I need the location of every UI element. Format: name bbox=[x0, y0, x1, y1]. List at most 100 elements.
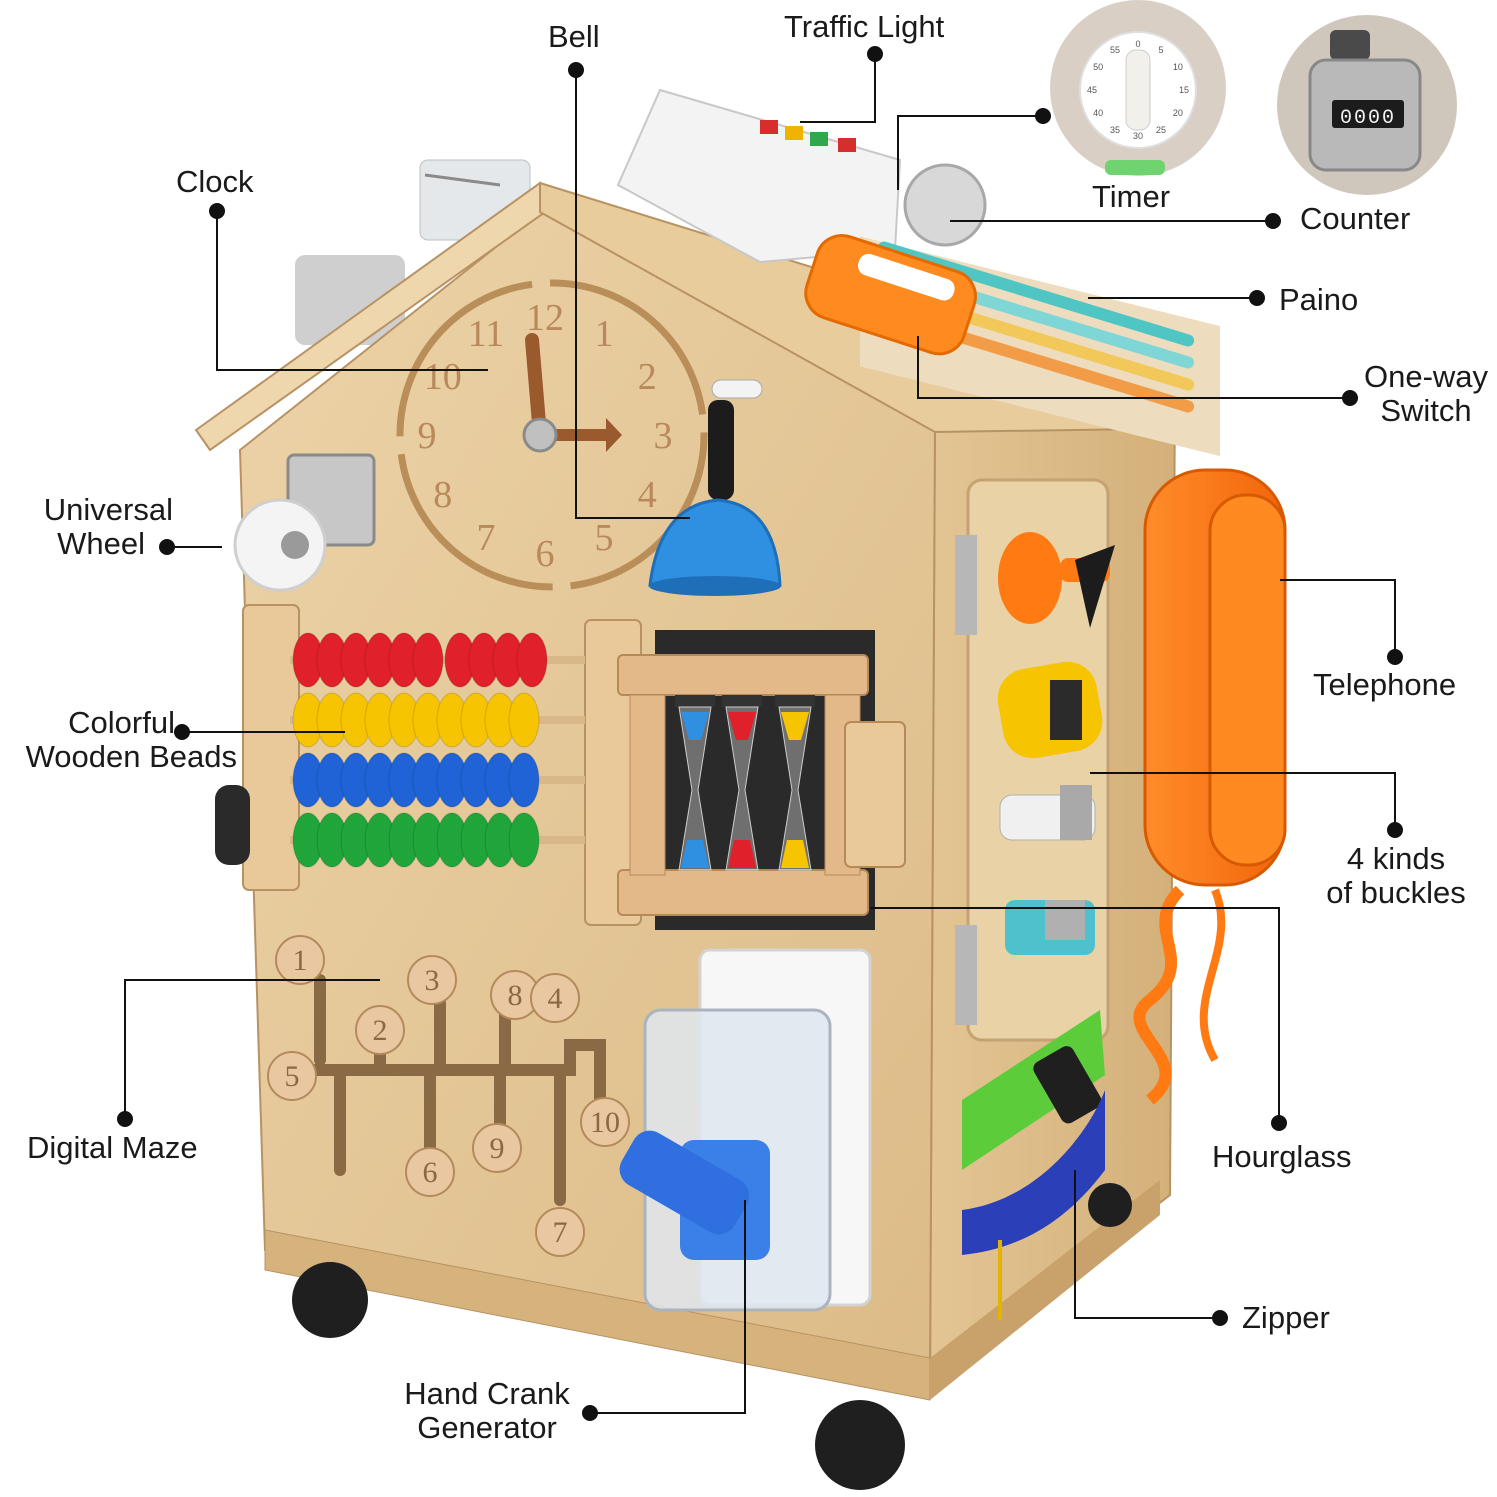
maze-knob bbox=[275, 935, 325, 985]
timer-number: 15 bbox=[1179, 85, 1189, 95]
label-hand-crank-generator-line1: Hand Crank bbox=[404, 1376, 570, 1411]
timer-number: 50 bbox=[1093, 62, 1103, 72]
label-one-way-switch: One-way Switch bbox=[1356, 360, 1496, 428]
label-colorful-wooden-beads-line2: Wooden Beads bbox=[25, 739, 237, 774]
label-traffic-light: Traffic Light bbox=[784, 9, 945, 44]
label-digital-maze: Digital Maze bbox=[27, 1130, 198, 1165]
hourglass-sand bbox=[728, 840, 756, 868]
timer-number: 10 bbox=[1173, 62, 1183, 72]
maze-knob bbox=[530, 973, 580, 1023]
hourglass-sand-top bbox=[781, 712, 809, 740]
one-way-switch bbox=[804, 234, 977, 356]
maze-knob-number: 9 bbox=[490, 1132, 505, 1165]
universal-wheel bbox=[233, 453, 376, 592]
maze-knob-number: 2 bbox=[373, 1014, 388, 1047]
label-bell: Bell bbox=[548, 19, 600, 54]
label-universal-wheel: Universal Wheel bbox=[30, 493, 173, 561]
label-one-way-switch-line1: One-way bbox=[1363, 359, 1489, 394]
maze-knob-number: 5 bbox=[285, 1060, 300, 1093]
callout-lines bbox=[124, 54, 1396, 1414]
timer-number: 35 bbox=[1110, 125, 1120, 135]
bead bbox=[508, 752, 540, 808]
traffic-light-box bbox=[616, 88, 902, 264]
maze-knob-number: 4 bbox=[548, 982, 563, 1015]
maze-knob bbox=[472, 1123, 522, 1173]
clock-number: 12 bbox=[526, 297, 564, 339]
bead bbox=[412, 632, 444, 688]
hourglass-glass bbox=[778, 706, 812, 871]
bead bbox=[516, 632, 548, 688]
timer-number: 25 bbox=[1156, 125, 1166, 135]
bell bbox=[648, 379, 782, 596]
bead bbox=[508, 692, 540, 748]
hourglass-sand-top bbox=[728, 712, 756, 740]
label-telephone: Telephone bbox=[1313, 667, 1457, 702]
maze-knob-number: 6 bbox=[423, 1156, 438, 1189]
label-four-kinds-of-buckles-line1: 4 kinds bbox=[1346, 841, 1446, 876]
clock-number: 11 bbox=[468, 313, 505, 355]
timer-number: 30 bbox=[1133, 131, 1143, 141]
hourglass-sand-top bbox=[681, 712, 709, 740]
callout-dots bbox=[117, 46, 1403, 1421]
bead bbox=[508, 812, 540, 868]
maze-knob-number: 7 bbox=[553, 1216, 568, 1249]
hourglass-glass bbox=[678, 706, 712, 871]
label-clock: Clock bbox=[176, 164, 254, 199]
clock-number: 10 bbox=[424, 356, 462, 398]
clock-number: 4 bbox=[638, 474, 657, 516]
timer-number: 45 bbox=[1087, 85, 1097, 95]
label-hourglass: Hourglass bbox=[1212, 1139, 1352, 1174]
label-universal-wheel-line1: Universal bbox=[43, 492, 173, 527]
maze-knob-number: 3 bbox=[425, 964, 440, 997]
label-hand-crank-generator-line2: Generator bbox=[417, 1410, 557, 1445]
label-one-way-switch-line2: Switch bbox=[1380, 393, 1472, 428]
label-timer: Timer bbox=[1092, 179, 1171, 214]
label-four-kinds-of-buckles: 4 kinds of buckles bbox=[1316, 842, 1476, 910]
maze-knob-number: 8 bbox=[508, 979, 523, 1012]
label-four-kinds-of-buckles-line2: of buckles bbox=[1326, 875, 1466, 910]
clock-number: 9 bbox=[418, 415, 437, 457]
hand-crank-generator bbox=[619, 948, 872, 1312]
hourglass-sand bbox=[781, 840, 809, 868]
timer-number: 5 bbox=[1158, 45, 1163, 55]
colorful-wooden-beads bbox=[242, 604, 642, 926]
timer-number: 0 bbox=[1135, 39, 1140, 49]
counter-inset: 0000 bbox=[1277, 15, 1457, 195]
maze-knob bbox=[580, 1097, 630, 1147]
clock-number: 3 bbox=[654, 415, 673, 457]
timer-number: 20 bbox=[1173, 108, 1183, 118]
hourglass-cap bbox=[722, 695, 762, 707]
hourglass-cap bbox=[675, 695, 715, 707]
zipper-and-strap bbox=[962, 1010, 1105, 1320]
clock-number: 2 bbox=[638, 356, 657, 398]
maze-knob-number: 10 bbox=[590, 1106, 620, 1139]
label-zipper: Zipper bbox=[1242, 1300, 1330, 1335]
maze-knob bbox=[355, 1005, 405, 1055]
counter-digits: 0000 bbox=[1340, 107, 1396, 130]
timer-number: 55 bbox=[1110, 45, 1120, 55]
label-universal-wheel-line2: Wheel bbox=[57, 526, 145, 561]
hourglass-window bbox=[617, 630, 906, 930]
counter-bell-dome bbox=[903, 163, 987, 247]
casters bbox=[215, 785, 1132, 1490]
clock-number: 8 bbox=[433, 474, 452, 516]
label-colorful-wooden-beads: Colorful Wooden Beads bbox=[0, 706, 237, 774]
hourglass-sand bbox=[681, 840, 709, 868]
maze-knob bbox=[535, 1207, 585, 1257]
maze-knob bbox=[407, 955, 457, 1005]
four-kinds-of-buckles bbox=[997, 532, 1115, 955]
maze-knob bbox=[267, 1051, 317, 1101]
label-paino: Paino bbox=[1279, 282, 1359, 317]
maze-knob-number: 1 bbox=[293, 944, 308, 977]
clock-number: 1 bbox=[595, 313, 614, 355]
label-colorful-wooden-beads-line1: Colorful bbox=[68, 705, 175, 740]
maze-knob bbox=[405, 1147, 455, 1197]
label-counter: Counter bbox=[1300, 201, 1411, 236]
hourglass-cap bbox=[775, 695, 815, 707]
clock-number: 6 bbox=[536, 533, 555, 575]
clock-number: 5 bbox=[595, 517, 614, 559]
